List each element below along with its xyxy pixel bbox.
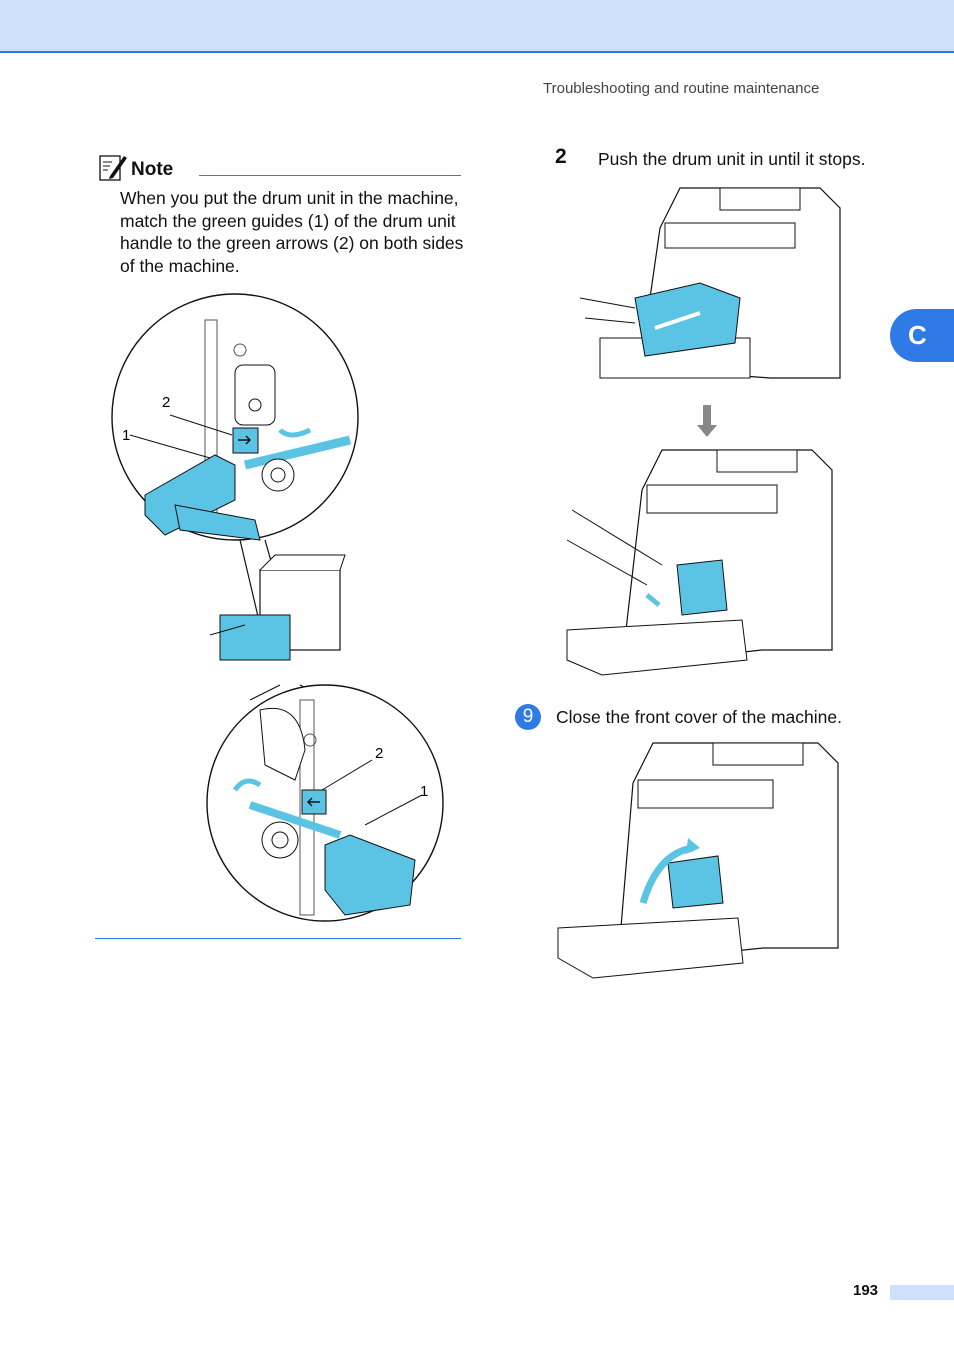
step-instruction: Close the front cover of the machine. bbox=[556, 707, 842, 727]
chapter-tab-label: C bbox=[908, 320, 927, 350]
chapter-tab: C bbox=[890, 309, 954, 362]
top-header-band bbox=[0, 0, 954, 53]
note-top-rule bbox=[199, 175, 461, 176]
step-number: 2 bbox=[555, 145, 567, 168]
close-cover-illustration bbox=[557, 742, 839, 979]
callout-top-guide: 1 bbox=[122, 427, 130, 444]
callout-bottom-guide: 1 bbox=[420, 783, 428, 800]
note-body: When you put the drum unit in the machin… bbox=[120, 188, 464, 276]
step-number-badge: 9 bbox=[515, 704, 541, 730]
note-pencil-icon bbox=[99, 155, 127, 181]
running-header: Troubleshooting and routine maintenance bbox=[543, 80, 820, 97]
page-number-bar bbox=[890, 1285, 954, 1300]
note-title: Note bbox=[131, 159, 174, 180]
drum-inserted-illustration bbox=[566, 449, 833, 676]
step-instruction: Push the drum unit in until it stops. bbox=[598, 149, 866, 169]
down-arrow-icon bbox=[697, 405, 717, 437]
page-number: 193 bbox=[853, 1282, 879, 1299]
callout-top-arrow: 2 bbox=[162, 394, 170, 411]
push-drum-illustration bbox=[579, 187, 841, 379]
callout-bottom-arrow: 2 bbox=[375, 745, 383, 762]
drum-guides-illustration: 2 1 2 1 bbox=[111, 293, 444, 922]
note-bottom-rule bbox=[95, 938, 461, 939]
